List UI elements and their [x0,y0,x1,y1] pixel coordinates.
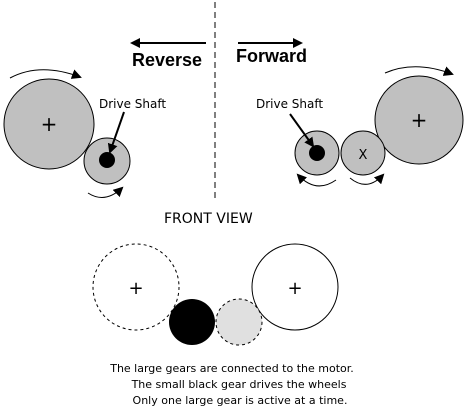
reverse-label: Reverse [132,50,202,70]
forward-gear-assembly: + X Drive Shaft [256,66,464,187]
forward-idler-gear-rotation-arrow [349,173,385,185]
caption-line-1: The large gears are connected to the mot… [109,362,354,375]
reverse-gear-assembly: + Drive Shaft [3,69,166,198]
forward-idler-gear [340,130,386,176]
reverse-large-gear-rotation-arrow [9,69,82,79]
front-view-right-large-gear [251,243,339,331]
forward-drive-shaft [309,145,325,161]
drive-shaft-pointer-left [107,111,125,154]
forward-large-gear-rotation-arrow [384,66,454,76]
caption-line-2: The small black gear drives the wheels [131,378,347,391]
forward-drive-shaft-rotation-arrow [296,173,337,187]
front-view-left-large-gear [92,243,180,331]
front-view-idler-gear [215,298,263,346]
front-view-label: FRONT VIEW [164,211,253,227]
reverse-drive-shaft [99,152,115,168]
forward-large-gear-plus: + [411,108,428,132]
drive-shaft-label-left: Drive Shaft [99,97,166,111]
reverse-large-gear [3,78,95,170]
forward-large-gear [374,75,464,165]
front-view-drive-gear [169,299,215,345]
caption-line-3: Only one large gear is active at a time. [133,394,348,407]
front-view-left-plus: + [128,278,143,299]
front-view-gears: + + [92,243,339,346]
front-view-right-plus: + [287,278,302,299]
forward-idler-gear-mark: X [359,148,368,163]
reverse-drive-shaft-rotation-arrow [87,186,124,198]
drive-shaft-label-right: Drive Shaft [256,97,323,111]
drive-shaft-pointer-right [289,113,315,148]
reverse-large-gear-plus: + [41,112,58,136]
forward-label: Forward [236,46,307,66]
